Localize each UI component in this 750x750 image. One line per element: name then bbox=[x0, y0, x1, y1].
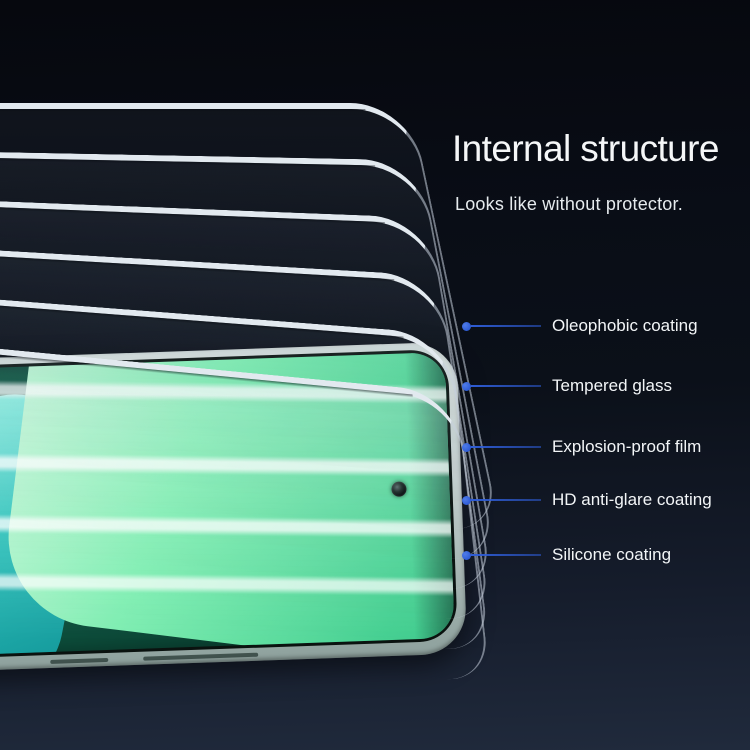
callout-label: Explosion-proof film bbox=[552, 437, 702, 456]
page-title: Internal structure bbox=[452, 128, 719, 169]
callout-line bbox=[471, 384, 541, 387]
callout-row: Oleophobic coating bbox=[462, 315, 750, 337]
speaker-slot bbox=[50, 657, 109, 664]
callout-row: Tempered glass bbox=[462, 375, 750, 397]
callout-label: Silicone coating bbox=[552, 545, 672, 564]
glass-sheet bbox=[0, 343, 491, 684]
callout-label: Oleophobic coating bbox=[552, 316, 698, 335]
callout-dot-icon bbox=[462, 550, 471, 560]
callout-line bbox=[471, 324, 541, 327]
callout-line bbox=[471, 498, 541, 501]
callout-label: HD anti-glare coating bbox=[552, 490, 712, 509]
callout-line bbox=[471, 445, 541, 448]
callout-dot-icon bbox=[462, 321, 471, 331]
callout-row: Explosion-proof film bbox=[462, 436, 750, 458]
page-subtitle: Looks like without protector. bbox=[455, 194, 683, 214]
callout-dot-icon bbox=[462, 381, 471, 391]
callout-row: HD anti-glare coating bbox=[462, 489, 750, 511]
callout-line bbox=[471, 553, 541, 556]
callout-label: Tempered glass bbox=[552, 376, 673, 395]
callout-dot-icon bbox=[462, 442, 471, 452]
callout-dot-icon bbox=[462, 495, 471, 505]
callout-row: Silicone coating bbox=[462, 544, 750, 566]
